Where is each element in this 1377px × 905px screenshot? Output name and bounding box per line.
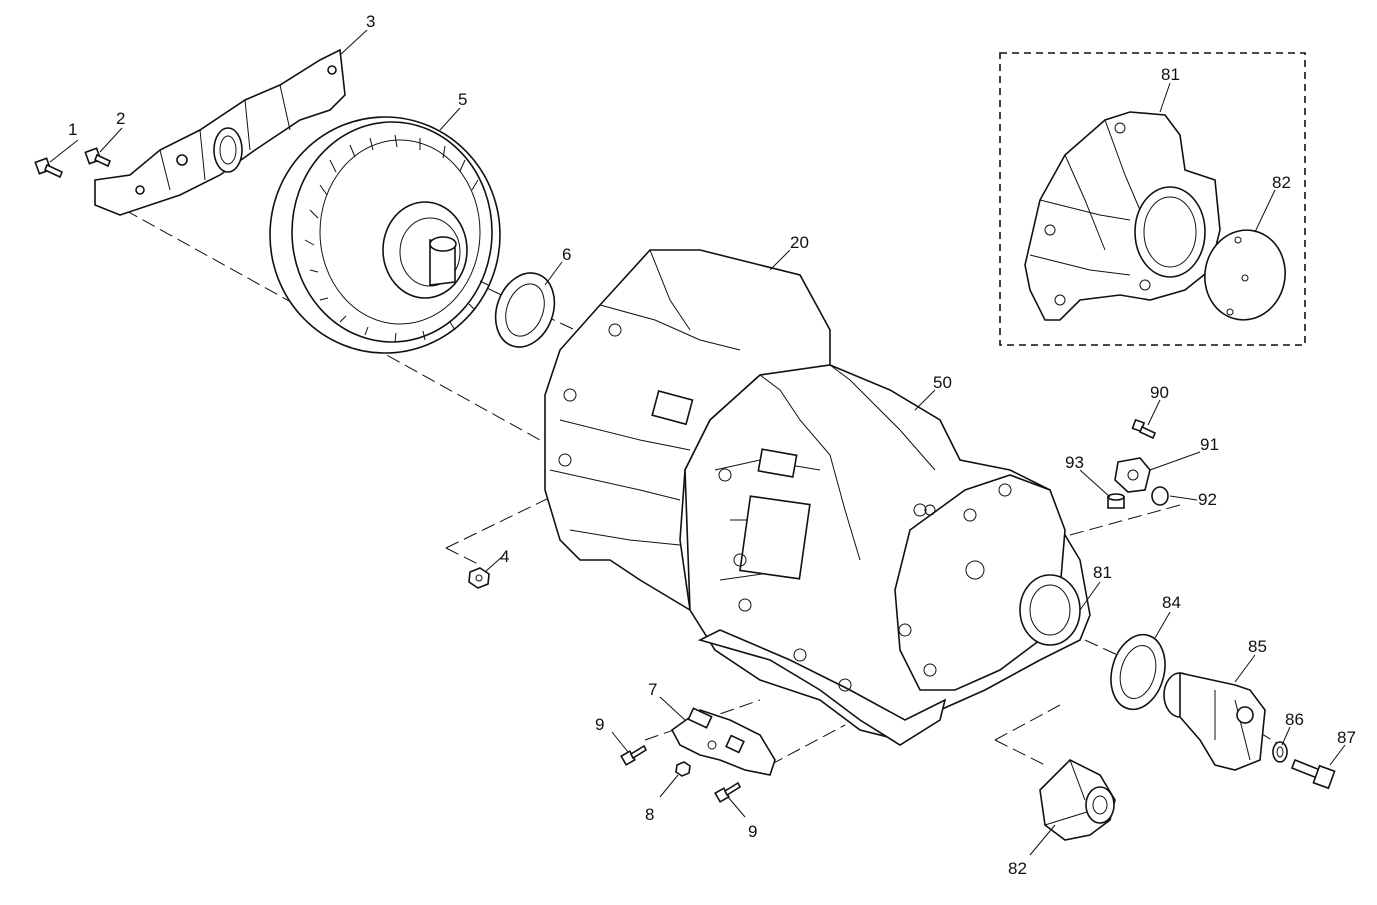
bolt-2 <box>84 147 112 168</box>
callout-82-main: 82 <box>1008 859 1027 878</box>
callout-50: 50 <box>933 373 952 392</box>
range-sensor-7 <box>670 707 776 776</box>
nut-4 <box>468 567 490 589</box>
transmission-case-20-50 <box>544 249 1091 746</box>
speed-sensor-91 <box>1114 457 1151 493</box>
washer-86 <box>1272 741 1288 763</box>
yoke-85 <box>1163 672 1266 771</box>
callout-6: 6 <box>562 245 571 264</box>
callout-82-inset: 82 <box>1272 173 1291 192</box>
callout-93: 93 <box>1065 453 1084 472</box>
callout-8: 8 <box>645 805 654 824</box>
bolt-1 <box>34 157 64 179</box>
extension-housing-81-inset <box>1024 111 1221 321</box>
callout-92: 92 <box>1198 490 1217 509</box>
bolt-90 <box>1131 418 1157 440</box>
inset-dashed-box <box>999 52 1306 346</box>
torque-converter-5 <box>269 116 501 354</box>
seal-6 <box>494 272 556 348</box>
cover-plate-82-inset <box>1204 229 1286 321</box>
callout-91: 91 <box>1200 435 1219 454</box>
callout-84: 84 <box>1162 593 1181 612</box>
callout-90: 90 <box>1150 383 1169 402</box>
callout-81-main: 81 <box>1093 563 1112 582</box>
bracket-3 <box>94 48 346 216</box>
callout-9-upper: 9 <box>595 715 604 734</box>
nut-8 <box>675 761 691 777</box>
bolt-87 <box>1290 758 1336 790</box>
callout-87: 87 <box>1337 728 1356 747</box>
bolt-9-lower <box>714 781 742 803</box>
callout-4: 4 <box>500 547 509 566</box>
callout-3: 3 <box>366 12 375 31</box>
callout-81-inset: 81 <box>1161 65 1180 84</box>
bolt-9-upper <box>620 744 648 766</box>
callout-86: 86 <box>1285 710 1304 729</box>
callout-2: 2 <box>116 109 125 128</box>
seal-84 <box>1110 633 1166 711</box>
o-ring-92 <box>1151 486 1169 506</box>
callout-1: 1 <box>68 120 77 139</box>
callout-20: 20 <box>790 233 809 252</box>
callout-85: 85 <box>1248 637 1267 656</box>
plug-93 <box>1107 493 1125 509</box>
cover-82-main <box>1039 759 1116 841</box>
callout-9-lower: 9 <box>748 822 757 841</box>
callout-5: 5 <box>458 90 467 109</box>
callout-7: 7 <box>648 680 657 699</box>
callout-leaders <box>49 29 1346 856</box>
callout-labels: 1 2 3 4 5 6 7 8 9 9 20 50 81 81 82 82 84… <box>68 12 1356 878</box>
